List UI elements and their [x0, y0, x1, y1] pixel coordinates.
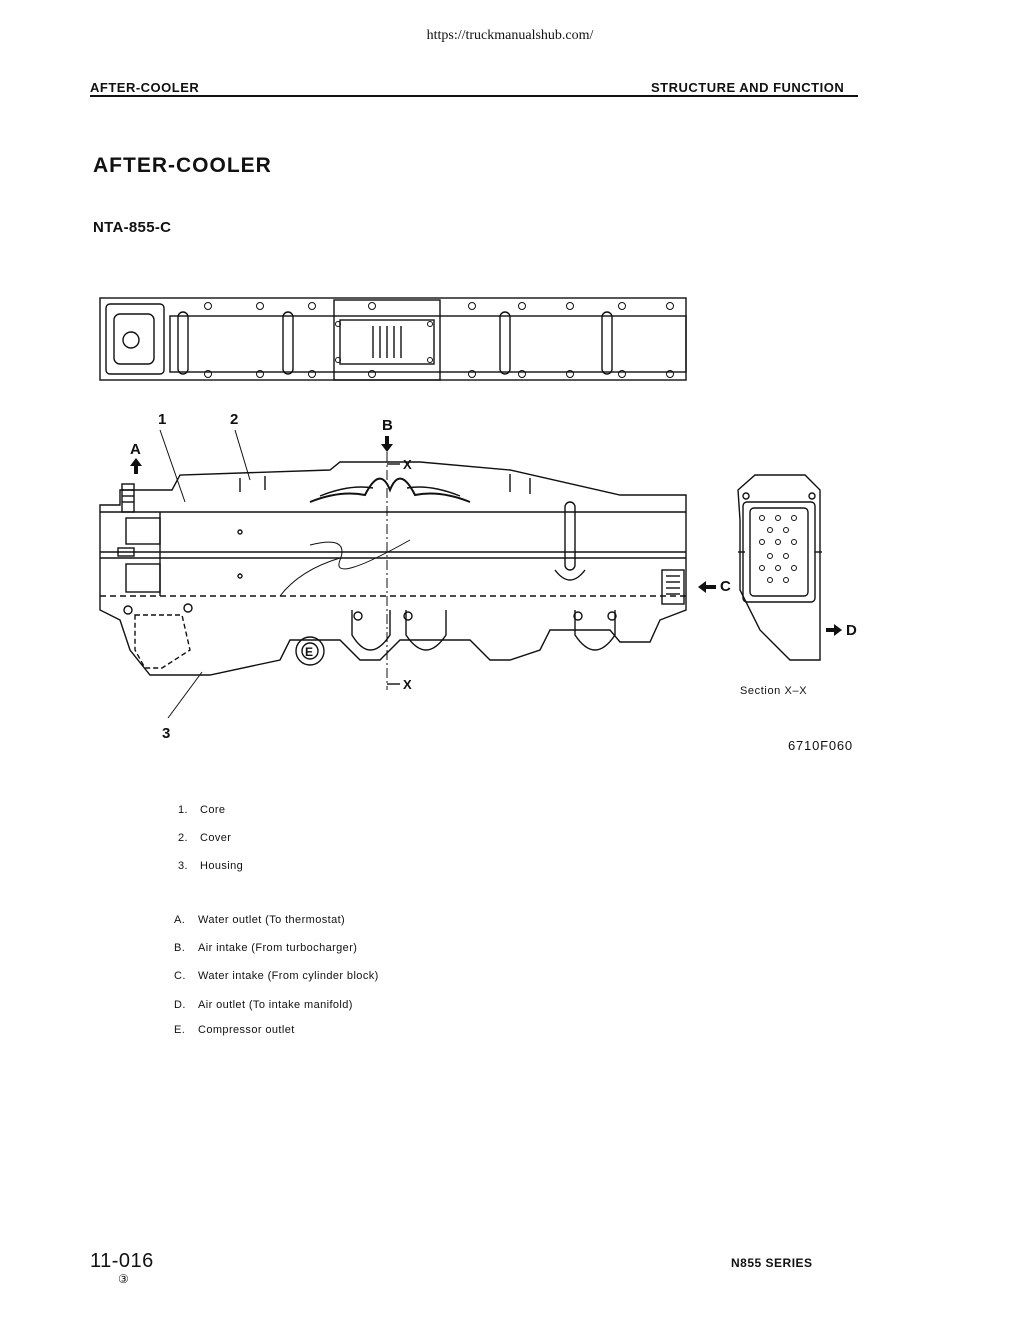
list-item: B. Air intake (From turbocharger) — [174, 942, 357, 954]
figure-code: 6710F060 — [788, 738, 853, 753]
revision-mark: ③ — [118, 1272, 129, 1286]
list-item: E. Compressor outlet — [174, 1024, 295, 1036]
callout-1: 1 — [158, 411, 166, 428]
flow-label: Air intake (From turbocharger) — [198, 942, 358, 954]
section-label: Section X–X — [740, 685, 807, 697]
part-number: 1. — [178, 804, 188, 816]
callout-a: A — [130, 441, 141, 458]
list-item: 1. Core — [178, 804, 225, 816]
section-mark-bottom: X — [403, 677, 412, 692]
flow-letter: D. — [174, 999, 186, 1011]
callout-c: C — [720, 578, 731, 595]
header-chapter-title: STRUCTURE AND FUNCTION — [651, 80, 845, 95]
list-item: D. Air outlet (To intake manifold) — [174, 999, 353, 1011]
callout-3: 3 — [162, 725, 170, 742]
engine-model: NTA-855-C — [93, 219, 172, 236]
after-cooler-diagram: 1 2 3 A B C D X X E Section X–X 6710F060 — [99, 297, 857, 753]
arrow-down-icon — [381, 436, 393, 452]
flow-letter: A. — [174, 914, 186, 926]
callout-d: D — [846, 622, 857, 639]
list-item: 3. Housing — [178, 860, 243, 872]
series-label: N855 SERIES — [731, 1256, 813, 1270]
part-number: 3. — [178, 860, 188, 872]
callout-b: B — [382, 417, 393, 434]
flow-letter: E. — [174, 1024, 186, 1036]
part-number: 2. — [178, 832, 188, 844]
arrow-right-icon — [826, 624, 842, 636]
arrow-left-icon — [698, 581, 716, 593]
section-view-drawing — [737, 474, 822, 661]
part-label: Cover — [200, 832, 232, 844]
arrow-up-icon — [130, 458, 142, 474]
flow-letter: B. — [174, 942, 186, 954]
flow-label: Water outlet (To thermostat) — [198, 914, 346, 926]
list-item: A. Water outlet (To thermostat) — [174, 914, 345, 926]
header-section-title: AFTER-COOLER — [90, 80, 200, 95]
flow-label: Water intake (From cylinder block) — [198, 970, 379, 982]
callout-e: E — [305, 645, 313, 659]
top-view-drawing — [99, 297, 687, 381]
page-title: AFTER-COOLER — [93, 154, 272, 177]
part-label: Housing — [200, 860, 244, 872]
list-item: C. Water intake (From cylinder block) — [174, 970, 379, 982]
header-rule — [90, 95, 858, 97]
side-view-drawing — [99, 429, 687, 719]
callout-2: 2 — [230, 411, 238, 428]
list-item: 2. Cover — [178, 832, 231, 844]
flow-label: Air outlet (To intake manifold) — [198, 999, 353, 1011]
part-label: Core — [200, 804, 226, 816]
page-number: 11-016 — [90, 1250, 154, 1272]
flow-letter: C. — [174, 970, 186, 982]
source-url: https://truckmanualshub.com/ — [426, 28, 594, 43]
section-mark-top: X — [403, 457, 412, 472]
flow-label: Compressor outlet — [198, 1024, 295, 1036]
